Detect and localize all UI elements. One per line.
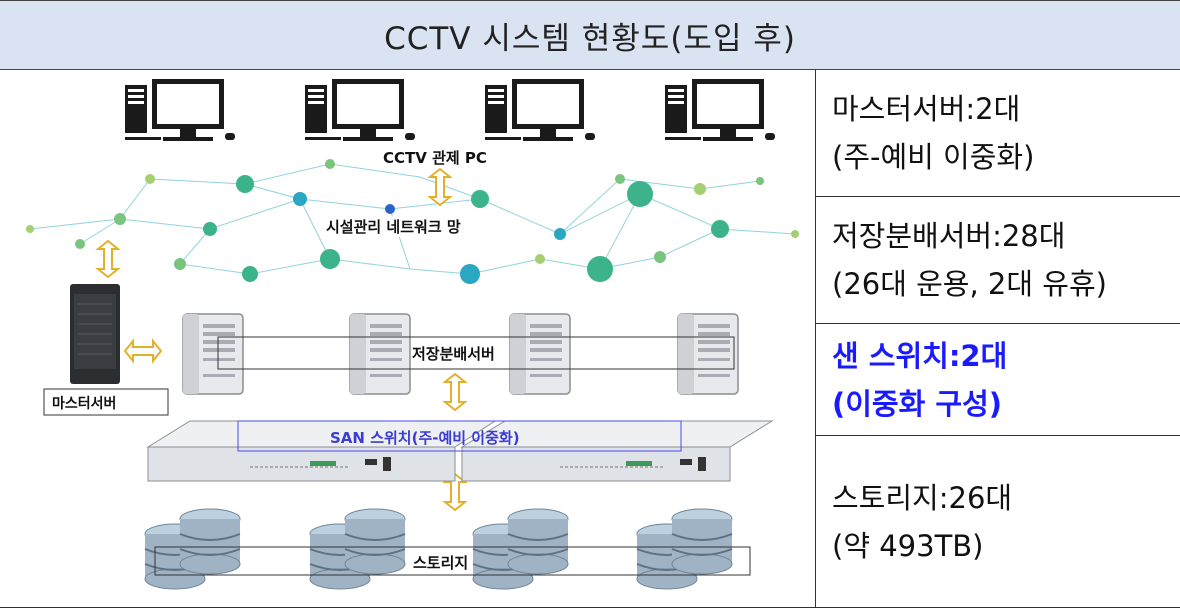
monitor-icon [305, 79, 415, 141]
summary-master-line2: (주-예비 이중화) [832, 139, 1035, 174]
storage-icon [636, 508, 733, 590]
vertical-double-arrow-icon [444, 373, 466, 411]
storage-icon [472, 508, 569, 590]
summary-master-line1: 마스터서버:2대 [832, 91, 1021, 126]
summary-panel: 마스터서버:2대 (주-예비 이중화) 저장분배서버:28대 (26대 운용, … [815, 69, 1180, 607]
summary-dist-line1: 저장분배서버:28대 [832, 219, 1066, 253]
server-icon [182, 313, 244, 395]
server-icon [677, 313, 739, 395]
server-icon [349, 313, 411, 395]
san-switch-icon [460, 420, 774, 482]
summary-san-line2: (이중화 구성) [832, 386, 1003, 421]
summary-dist: 저장분배서버:28대 (26대 운용, 2대 유휴) [816, 197, 1180, 324]
page-title: CCTV 시스템 현황도(도입 후) [0, 0, 1180, 70]
summary-master: 마스터서버:2대 (주-예비 이중화) [816, 69, 1180, 197]
summary-storage: 스토리지:26대 (약 493TB) [816, 436, 1180, 607]
storage-icon [309, 508, 406, 590]
bottom-border [0, 607, 1180, 608]
monitor-icon [485, 79, 595, 141]
pc-label: CCTV 관제 PC [383, 149, 487, 167]
horizontal-double-arrow-icon [124, 340, 162, 362]
storage-group-box [154, 546, 751, 576]
master-label-box [43, 388, 169, 416]
san-label-box [237, 420, 682, 452]
summary-storage-line1: 스토리지:26대 [832, 480, 1013, 515]
master-server-icon [70, 284, 120, 384]
dist-server-group-box [217, 336, 735, 370]
storage-icon [144, 508, 241, 590]
system-diagram: CCTV 관제 PC 시설관리 네트워크 망 마스터서버 저장분배서버 SAN … [0, 69, 815, 607]
network-node-icon [26, 159, 799, 284]
summary-dist-line2: (26대 운용, 2대 유휴) [832, 267, 1107, 301]
monitor-icon [125, 79, 235, 141]
server-icon [509, 313, 571, 395]
monitor-icon [665, 79, 775, 141]
san-switch-label: SAN 스위치(주-예비 이중화) [330, 429, 520, 447]
summary-san: 샌 스위치:2대 (이중화 구성) [816, 324, 1180, 436]
summary-san-line1: 샌 스위치:2대 [832, 338, 1008, 373]
summary-storage-line2: (약 493TB) [832, 528, 984, 563]
network-label: 시설관리 네트워크 망 [322, 216, 465, 237]
master-server-label: 마스터서버 [52, 396, 117, 412]
san-switch-icon [146, 420, 497, 482]
storage-label: 스토리지 [413, 554, 469, 572]
network-graph-icon [29, 163, 796, 275]
vertical-double-arrow-icon [97, 240, 119, 278]
dist-server-label: 저장분배서버 [412, 345, 495, 363]
